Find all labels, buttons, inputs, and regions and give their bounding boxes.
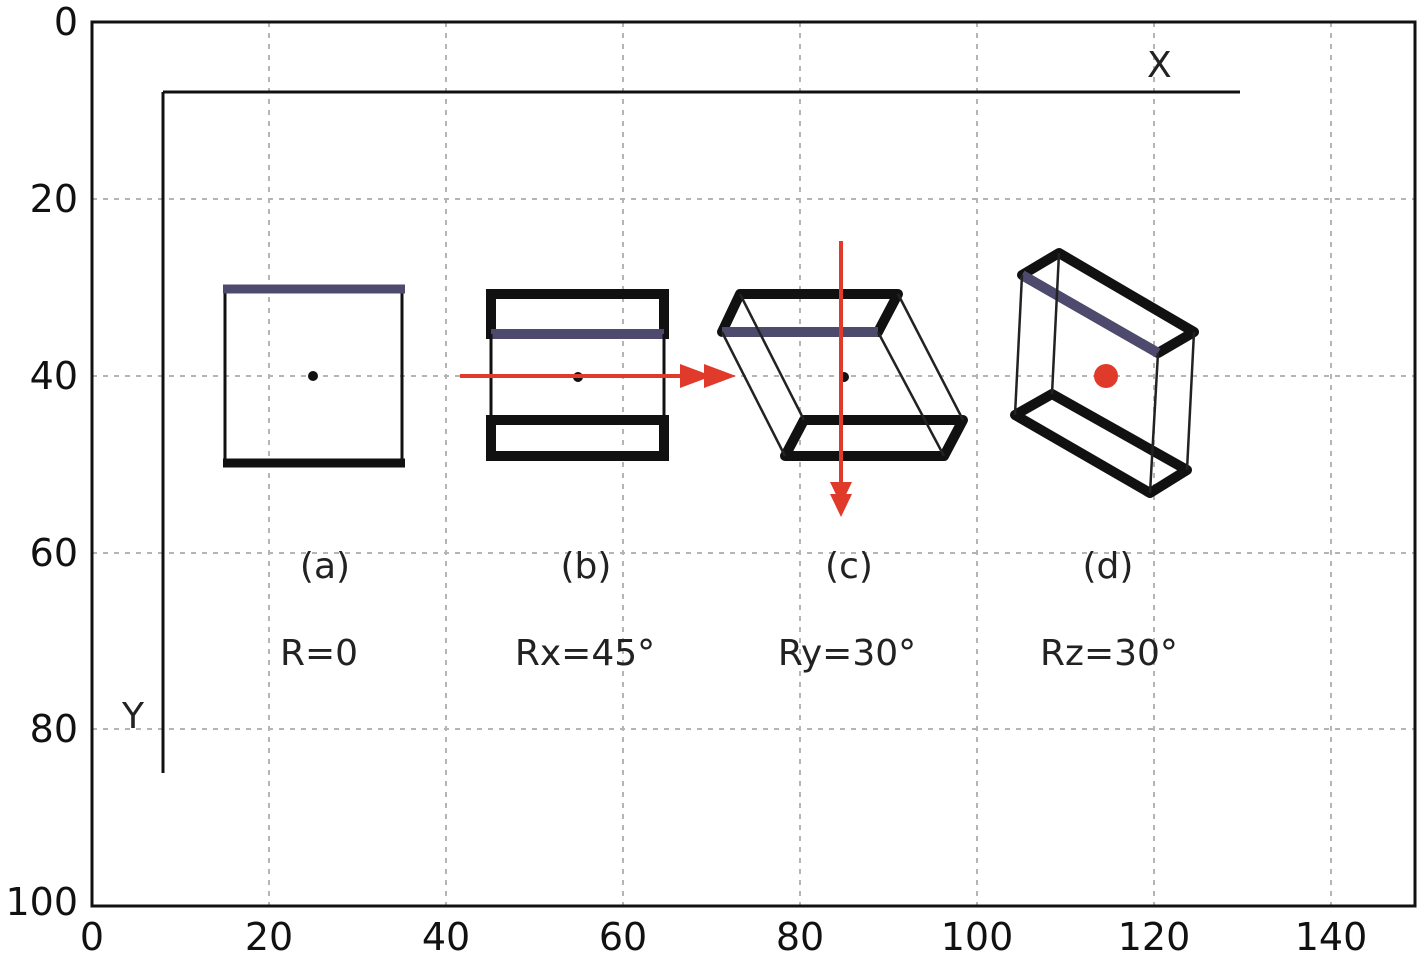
- x-tick-label: 20: [245, 915, 293, 959]
- plot-frame: [90, 20, 1417, 908]
- y-axis-label: Y: [121, 696, 145, 737]
- box-d-edge-3: [1013, 274, 1024, 416]
- y-tick-label: 80: [30, 707, 78, 751]
- grid: [92, 22, 1415, 906]
- z-rotation-axis-dot: [1094, 364, 1118, 388]
- reference-frame: X Y: [121, 45, 1240, 773]
- panel-labels: (a) (b) (c) (d) R=0 Rx=45° Ry=30° Rz=30°: [280, 546, 1178, 674]
- box-c-bottom-face: [780, 415, 968, 461]
- x-tick-label: 60: [599, 915, 647, 959]
- x-tick-label: 100: [941, 915, 1014, 959]
- y-tick-label: 20: [30, 177, 78, 221]
- x-tick-labels: 0 20 40 60 80 100 120 140: [80, 915, 1367, 959]
- box-d-bottom-face: [1010, 389, 1192, 498]
- box-b-bottom-face: [486, 415, 669, 461]
- panel-d-label: (d): [1083, 546, 1134, 587]
- panel-c-label: (c): [825, 546, 873, 587]
- y-arrowhead-2: [830, 494, 852, 517]
- box-c-edge-4: [876, 331, 946, 457]
- x-axis-label: X: [1147, 45, 1172, 86]
- box-d-edge-2: [1185, 331, 1196, 471]
- y-tick-label: 60: [30, 531, 78, 575]
- box-c-edge-3: [720, 331, 787, 457]
- y-tick-labels: 0 20 40 60 80 100: [5, 0, 78, 924]
- y-tick-label: 0: [54, 0, 78, 44]
- x-tick-label: 40: [422, 915, 470, 959]
- panel-d-rotation: Rz=30°: [1040, 633, 1178, 674]
- box-c-edge-1: [738, 293, 806, 421]
- panel-c-rotation: Ry=30°: [778, 633, 916, 674]
- box-c-edge-2: [896, 293, 965, 421]
- box-b-top-face: [486, 289, 669, 339]
- x-arrowhead-1: [680, 364, 712, 388]
- panel-b-box: [460, 289, 736, 461]
- panel-b-label: (b): [561, 546, 612, 587]
- x-tick-label: 80: [776, 915, 824, 959]
- y-tick-label: 100: [5, 880, 78, 924]
- panel-d-box: [1010, 248, 1199, 498]
- box-d-top-face: [1017, 248, 1199, 358]
- y-arrowhead-1: [830, 482, 852, 505]
- panel-a-rotation: R=0: [280, 633, 358, 674]
- panel-b-rotation: Rx=45°: [515, 633, 655, 674]
- panel-a-label: (a): [300, 546, 350, 587]
- x-arrowhead-2: [704, 364, 736, 388]
- box-d-edge-4: [1148, 352, 1160, 494]
- x-tick-label: 120: [1118, 915, 1191, 959]
- panel-c-box: [717, 241, 968, 517]
- x-tick-label: 0: [80, 915, 104, 959]
- y-tick-label: 40: [30, 354, 78, 398]
- panel-a-box: [223, 284, 405, 468]
- box-d-front-edge: [1019, 270, 1161, 358]
- x-tick-label: 140: [1295, 915, 1368, 959]
- box-d-edge-1: [1050, 252, 1061, 395]
- box-a-center-dot: [308, 371, 318, 381]
